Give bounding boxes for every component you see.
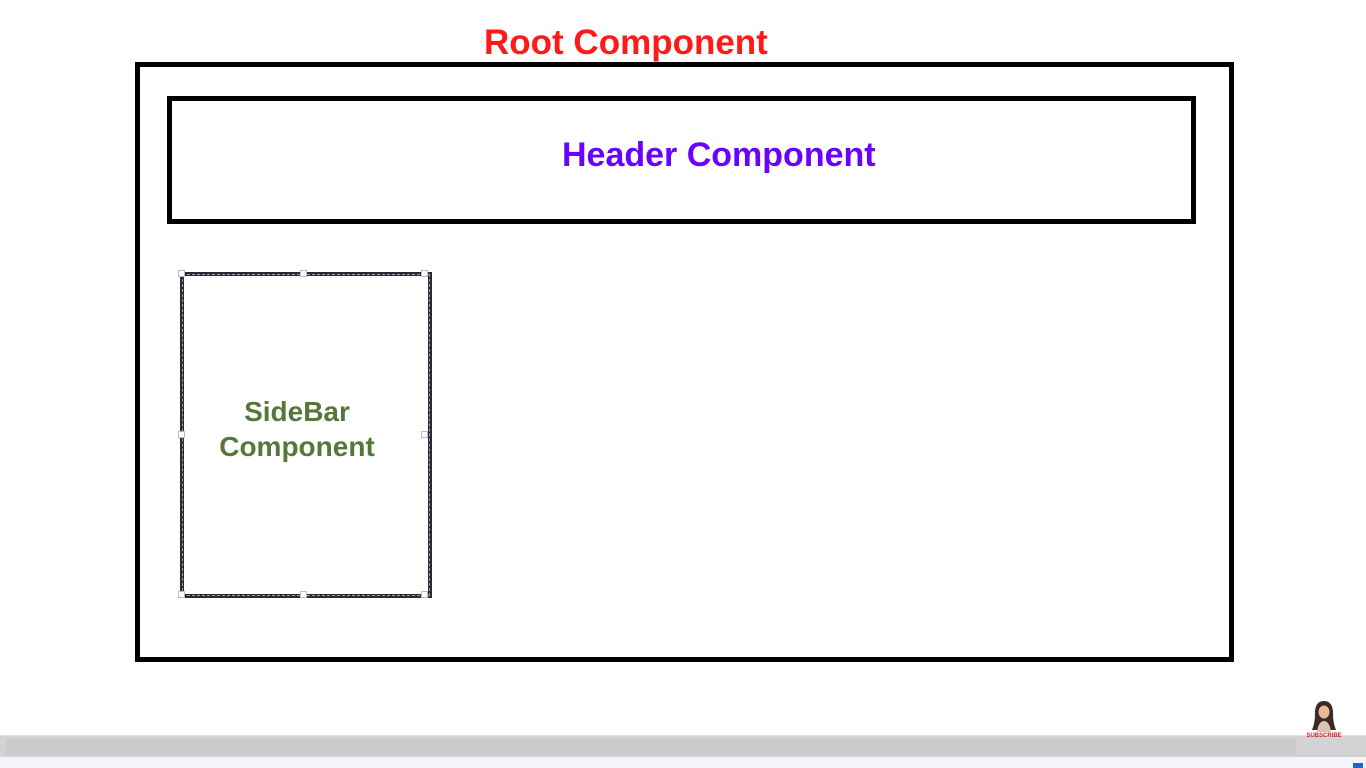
sidebar-component-box[interactable]: SideBar Component (178, 270, 432, 598)
sidebar-label-line-2: Component (219, 431, 375, 462)
resize-handle-top-right[interactable] (421, 270, 428, 277)
resize-handle-middle-left[interactable] (178, 431, 185, 438)
resize-handle-bottom-right[interactable] (421, 591, 428, 598)
header-component-label: Header Component (562, 136, 876, 174)
resize-handle-middle-right[interactable] (421, 431, 428, 438)
header-component-box: Header Component (167, 96, 1196, 224)
subscribe-label: SUBSCRIBE (1306, 733, 1342, 739)
resize-handle-top-left[interactable] (178, 270, 185, 277)
root-component-title: Root Component (484, 23, 768, 62)
resize-handle-bottom-left[interactable] (178, 591, 185, 598)
horizontal-scrollbar[interactable] (0, 735, 1366, 758)
sidebar-label-line-1: SideBar (244, 396, 350, 427)
subscribe-watermark[interactable]: SUBSCRIBE (1303, 700, 1345, 742)
taskbar-strip (0, 757, 1366, 768)
scrollbar-thumb[interactable] (6, 739, 1296, 755)
subscribe-avatar-icon (1312, 701, 1336, 732)
resize-handle-top-middle[interactable] (300, 270, 307, 277)
sidebar-component-label: SideBar Component (184, 394, 410, 464)
taskbar-accent (1353, 763, 1363, 768)
resize-handle-bottom-middle[interactable] (300, 591, 307, 598)
